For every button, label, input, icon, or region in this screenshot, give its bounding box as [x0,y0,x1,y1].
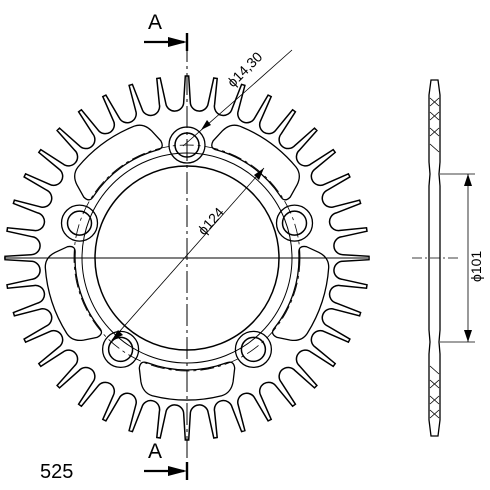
mounting-hole-boss [275,204,314,242]
mounting-hole-boss [60,204,99,242]
side-diameter-label: ϕ101 [468,251,484,282]
mounting-hole-boss [101,330,140,369]
lightening-window [211,124,300,201]
hole-diameter-dimension [182,49,293,147]
front-view: A A ϕ14,30 ϕ124 525 [4,11,370,483]
lightening-window [44,245,103,342]
lightening-window [138,361,236,401]
section-hatching [429,97,440,419]
bolt-pitch-circle [73,144,301,372]
mounting-hole-boss [234,330,273,369]
mounting-hole [240,336,267,363]
section-label-bottom: A [148,440,162,463]
section-marker-top [144,33,189,51]
lightening-window [271,245,330,342]
mounting-hole [107,336,134,363]
lightening-window [74,124,163,201]
section-marker-bottom [144,462,189,480]
bolt-circle-dimension [111,167,265,341]
chain-size-label: 525 [40,461,73,483]
section-label-top: A [148,11,162,34]
hole-diameter-label: ϕ14,30 [224,48,266,90]
sprocket-teeth-outline [4,75,370,441]
bolt-circle-label: ϕ124 [194,204,227,238]
mounting-hole [66,210,93,236]
lightening-windows [44,124,330,401]
centerlines [4,40,368,460]
side-section-view: ϕ101 [412,79,484,437]
mounting-hole [281,210,308,236]
sprocket-profile [428,79,441,437]
